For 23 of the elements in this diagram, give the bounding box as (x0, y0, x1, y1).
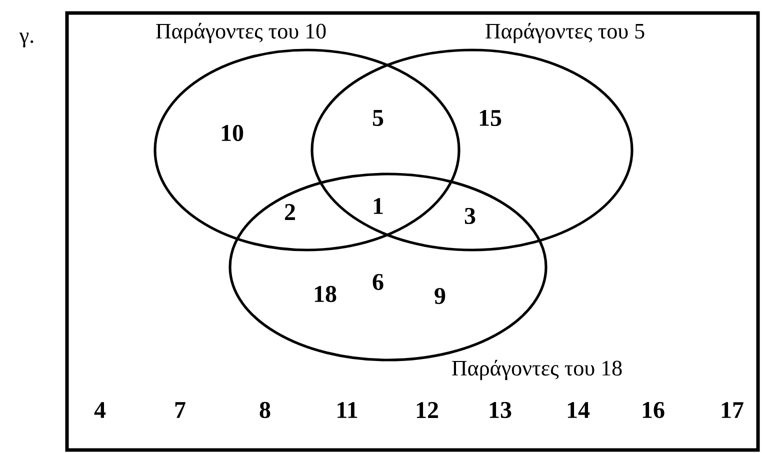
element-number: 5 (372, 110, 384, 126)
element-number: 7 (175, 402, 186, 418)
element-number: 10 (222, 124, 244, 142)
node-label: Παράγοντες του 10 (156, 22, 326, 44)
element-number: 3 (464, 208, 476, 224)
element-number: 12 (416, 402, 438, 418)
element-number: 14 (568, 402, 590, 418)
element-number: 17 (722, 402, 744, 418)
element-number: 1 (374, 198, 383, 214)
element-number: 8 (260, 402, 270, 418)
node-label: Παράγοντες του 5 (486, 22, 644, 44)
item-letter: γ. (19, 32, 34, 48)
element-number: 4 (94, 402, 106, 418)
element-number: 2 (285, 204, 295, 220)
element-number: 15 (480, 110, 502, 126)
universal-set-frame (65, 11, 760, 452)
node-label: Παράγοντες του 18 (452, 360, 622, 380)
element-number: 9 (434, 288, 446, 304)
element-number: 13 (490, 402, 512, 418)
element-number: 18 (314, 286, 336, 302)
element-number: 16 (642, 402, 664, 418)
element-number: 11 (338, 402, 358, 418)
element-number: 6 (372, 274, 384, 290)
